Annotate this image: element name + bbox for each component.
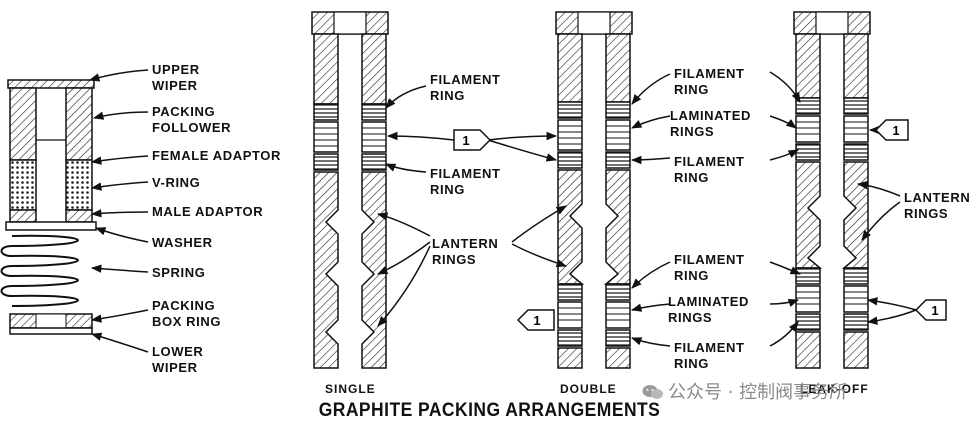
watermark: 公众号 · 控制阀事务所 <box>642 378 847 404</box>
callout-1-single: 1 <box>453 129 492 151</box>
spring-assembly <box>0 79 97 335</box>
double-arrangement <box>555 11 633 369</box>
v-ring-stack-right <box>65 159 93 211</box>
label-spring: SPRING <box>152 265 206 280</box>
callout-number: 1 <box>892 123 899 138</box>
label-v-ring: V-RING <box>152 175 201 190</box>
watermark-text: 公众号 · 控制阀事务所 <box>668 382 848 403</box>
leak-off-arrangement <box>793 11 871 369</box>
callout-1-leakoff-lower: 1 <box>914 299 947 321</box>
caption-leak-off: LEAK-OFF <box>800 382 869 396</box>
packing-follower-right <box>65 87 93 161</box>
callout-1-double: 1 <box>516 309 555 331</box>
label-female-adaptor: FEMALE ADAPTOR <box>152 148 282 163</box>
caption-double: DOUBLE <box>560 382 617 396</box>
v-ring-stack-left <box>9 159 37 211</box>
single-arrangement <box>311 11 389 369</box>
lower-wiper-shape <box>9 327 93 335</box>
label-male-adaptor: MALE ADAPTOR <box>152 204 264 219</box>
spring-shape <box>0 234 79 307</box>
wechat-icon <box>642 385 663 399</box>
diagram-title: GRAPHITE PACKING ARRANGEMENTS <box>318 400 661 421</box>
column-leaders <box>376 71 917 347</box>
callout-1-leakoff-upper: 1 <box>874 119 909 141</box>
washer-shape <box>5 221 97 231</box>
caption-single: SINGLE <box>325 382 376 396</box>
left-leaders <box>88 69 149 353</box>
packing-follower-left <box>9 87 37 161</box>
callout-number: 1 <box>533 313 540 328</box>
label-washer: WASHER <box>152 235 213 250</box>
upper-wiper-shape <box>7 79 95 89</box>
callout-number: 1 <box>931 303 938 318</box>
callout-number: 1 <box>462 133 469 148</box>
